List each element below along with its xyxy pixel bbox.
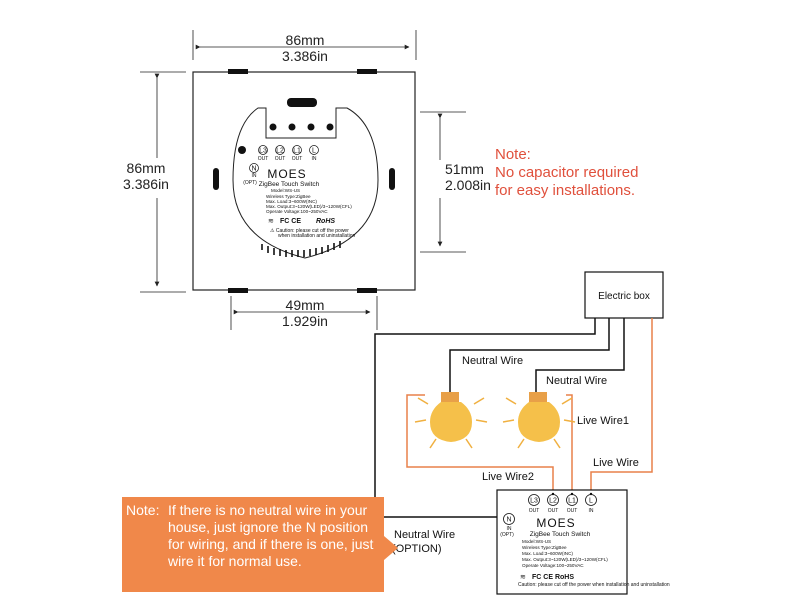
capacitor-note-line3: for easy installations. bbox=[495, 182, 635, 199]
module-caution: Caution: please cut off the power when i… bbox=[518, 582, 670, 588]
svg-text:FC CE: FC CE bbox=[280, 218, 301, 225]
switch-module: L3 OUT L2 OUT L1 OUT L IN N IN (OPT) MOE… bbox=[496, 489, 670, 595]
left-height-in: 3.386in bbox=[123, 176, 169, 192]
module-spec-3: Max. Output:3~120W(LED)/3~120W(CFL) bbox=[522, 557, 608, 562]
orange-wires bbox=[406, 318, 653, 492]
neutral-note-head: Note: bbox=[126, 502, 160, 518]
terminal-l1: L1 bbox=[568, 498, 576, 505]
svg-text:≋: ≋ bbox=[268, 218, 274, 225]
svg-text:Operate Voltage:100~250VAC: Operate Voltage:100~250VAC bbox=[266, 209, 328, 214]
svg-text:ZigBee Touch Switch: ZigBee Touch Switch bbox=[259, 181, 320, 188]
top-width-mm: 86mm bbox=[286, 32, 325, 48]
left-height-dimension: 86mm 3.386in bbox=[123, 71, 186, 293]
neutral-note-box bbox=[122, 497, 384, 592]
neutral-note-body: If there is no neutral wire in your hous… bbox=[168, 502, 374, 569]
terminal-l2: L2 bbox=[549, 498, 557, 505]
terminal-l3-sub: OUT bbox=[529, 508, 540, 514]
module-brand: MOES bbox=[536, 516, 575, 530]
live-wire1-label: Live Wire1 bbox=[577, 415, 629, 427]
electric-box: Electric box bbox=[584, 271, 664, 319]
svg-text:Max. Load:3~600W(INC): Max. Load:3~600W(INC) bbox=[266, 199, 317, 204]
top-width-dimension: 86mm 3.386in bbox=[192, 30, 417, 64]
svg-text:Wireless Type:ZigBee: Wireless Type:ZigBee bbox=[266, 194, 311, 199]
black-wires bbox=[374, 318, 625, 518]
terminal-n-sub: IN bbox=[507, 526, 512, 532]
neutral-option-label-1: Neutral Wire bbox=[394, 529, 455, 541]
bottom-width-dimension: 49mm 1.929in bbox=[230, 296, 378, 330]
svg-text:RoHS: RoHS bbox=[316, 218, 335, 225]
terminal-l1-sub: OUT bbox=[567, 508, 578, 514]
terminal-n: N bbox=[506, 517, 511, 524]
right-height-in: 2.008in bbox=[445, 177, 491, 193]
svg-text:Max. Output:3~120W(LED)/3~120W: Max. Output:3~120W(LED)/3~120W(CFL) bbox=[266, 204, 352, 209]
wire-junctions bbox=[551, 492, 593, 496]
svg-text:⚠ Caution: please cut off the: ⚠ Caution: please cut off the power bbox=[270, 228, 349, 234]
electric-box-label: Electric box bbox=[598, 291, 650, 302]
svg-text:OUT: OUT bbox=[258, 156, 269, 162]
module-spec-4: Operate Voltage:100~250VAC bbox=[522, 563, 584, 568]
svg-text:when installation and uninstal: when installation and uninstallation bbox=[278, 233, 355, 239]
neutral-wire-label-1: Neutral Wire bbox=[462, 355, 523, 367]
top-width-in: 3.386in bbox=[282, 48, 328, 64]
terminal-l2-sub: OUT bbox=[548, 508, 559, 514]
module-title: ZigBee Touch Switch bbox=[530, 531, 591, 538]
module-cert: FC CE RoHS bbox=[532, 574, 574, 581]
svg-text:Model:WS-US: Model:WS-US bbox=[271, 188, 300, 193]
svg-text:OUT: OUT bbox=[275, 156, 286, 162]
module-spec-2: Max. Load:3~600W(INC) bbox=[522, 551, 573, 556]
svg-text:L2: L2 bbox=[276, 148, 284, 155]
bulb-2 bbox=[502, 392, 576, 449]
svg-text:(OPT): (OPT) bbox=[243, 180, 257, 186]
plate-terminal-labels: L3 OUT L2 OUT L1 OUT L IN N IN (OPT) bbox=[243, 145, 319, 186]
neutral-note-arrow bbox=[384, 536, 398, 560]
neutral-wire-label-2: Neutral Wire bbox=[546, 375, 607, 387]
wifi-icon: ≋ bbox=[520, 574, 526, 581]
right-height-dimension: 51mm 2.008in bbox=[420, 111, 491, 253]
svg-text:OUT: OUT bbox=[292, 156, 303, 162]
svg-text:L1: L1 bbox=[293, 148, 301, 155]
live-wire2-label: Live Wire2 bbox=[482, 471, 534, 483]
svg-text:IN: IN bbox=[312, 156, 317, 162]
terminal-n-opt: (OPT) bbox=[500, 532, 514, 538]
svg-text:L3: L3 bbox=[259, 148, 267, 155]
capacitor-note-line1: Note: bbox=[495, 146, 531, 163]
bottom-width-mm: 49mm bbox=[286, 297, 325, 313]
bottom-width-in: 1.929in bbox=[282, 313, 328, 329]
switch-back-plate: L3 OUT L2 OUT L1 OUT L IN N IN (OPT) MOE… bbox=[192, 69, 416, 293]
module-spec-1: Wireless Type:ZigBee bbox=[522, 545, 567, 550]
capacitor-note: Note: No capacitor required for easy ins… bbox=[495, 146, 638, 199]
live-wire-label: Live Wire bbox=[593, 457, 639, 469]
bulb-1 bbox=[414, 392, 488, 449]
svg-text:IN: IN bbox=[252, 173, 257, 179]
terminal-l: L bbox=[589, 498, 593, 505]
left-height-mm: 86mm bbox=[127, 160, 166, 176]
svg-text:MOES: MOES bbox=[267, 167, 306, 181]
module-terminals: L3 OUT L2 OUT L1 OUT L IN N IN (OPT) bbox=[500, 494, 597, 538]
right-height-mm: 51mm bbox=[445, 161, 484, 177]
neutral-option-label-2: (OPTION) bbox=[392, 543, 442, 555]
svg-text:L: L bbox=[312, 148, 316, 155]
module-model: Model:WS-US bbox=[522, 539, 551, 544]
terminal-l3: L3 bbox=[530, 498, 538, 505]
capacitor-note-line2: No capacitor required bbox=[495, 164, 638, 181]
svg-text:N: N bbox=[251, 166, 256, 173]
terminal-l-sub: IN bbox=[589, 508, 594, 514]
